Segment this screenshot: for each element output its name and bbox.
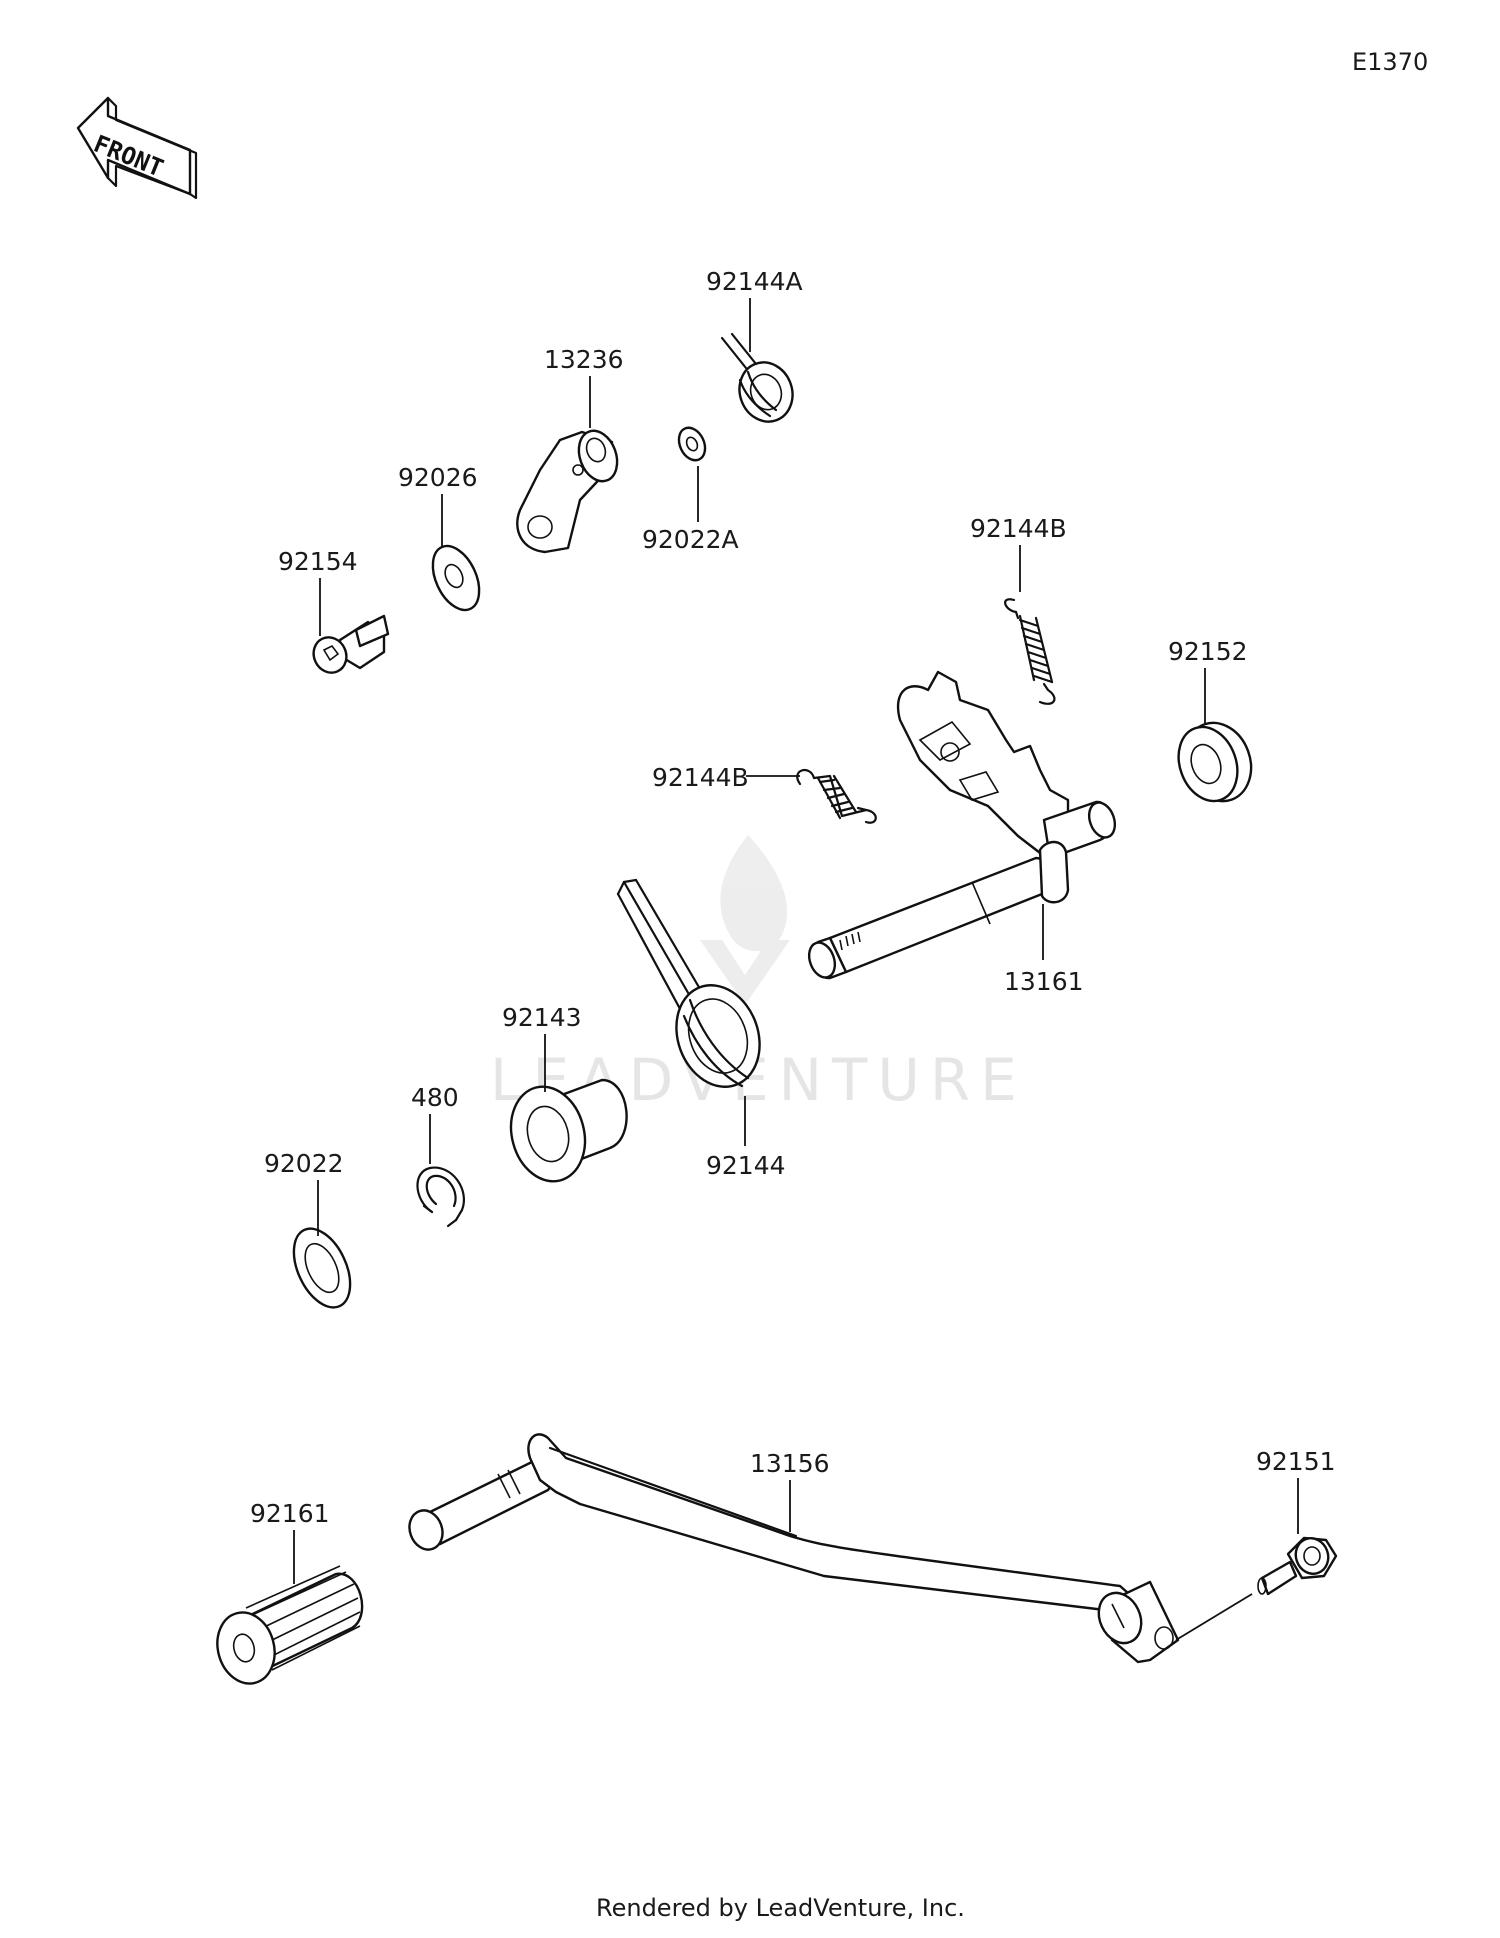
footer-credit: Rendered by LeadVenture, Inc. [596,1894,965,1922]
label-92022A: 92022A [642,525,739,554]
part-92144-spring [616,878,761,1088]
label-480: 480 [411,1083,459,1112]
label-13156: 13156 [750,1449,830,1478]
label-13236: 13236 [544,345,624,374]
part-92026-washer [431,544,481,612]
label-92144A: 92144A [706,267,803,296]
part-13236-lever [516,429,619,554]
part-480-circlip [416,1166,465,1228]
label-92144: 92144 [706,1151,786,1180]
part-92144B-top-spring [1004,598,1056,705]
label-92154: 92154 [278,547,358,576]
label-92161: 92161 [250,1499,330,1528]
label-92022: 92022 [264,1149,344,1178]
part-13156-shift-pedal [408,1433,1180,1664]
label-13161: 13161 [1004,967,1084,996]
label-92151: 92151 [1256,1447,1336,1476]
label-92144B-top: 92144B [970,514,1067,543]
part-92022-washer [292,1227,352,1309]
label-92152: 92152 [1168,637,1248,666]
label-92143: 92143 [502,1003,582,1032]
part-92144B-mid-spring [796,768,877,824]
label-92144B-mid: 92144B [652,763,749,792]
part-92161-pedal-rubber [216,1565,364,1685]
part-92154-bolt [312,614,390,674]
front-arrow-icon: FRONT [76,96,198,200]
part-92152-seal [1177,721,1253,803]
diagram-code: E1370 [1352,48,1428,76]
part-92022A-washer [677,426,707,462]
part-92144A-spring [720,332,794,423]
part-92151-bolt [1257,1536,1338,1596]
watermark: LEADVENTURE [490,835,1017,1114]
label-92026: 92026 [398,463,478,492]
part-13161-shift-shaft [807,670,1117,980]
part-92143-collar [509,1078,628,1183]
